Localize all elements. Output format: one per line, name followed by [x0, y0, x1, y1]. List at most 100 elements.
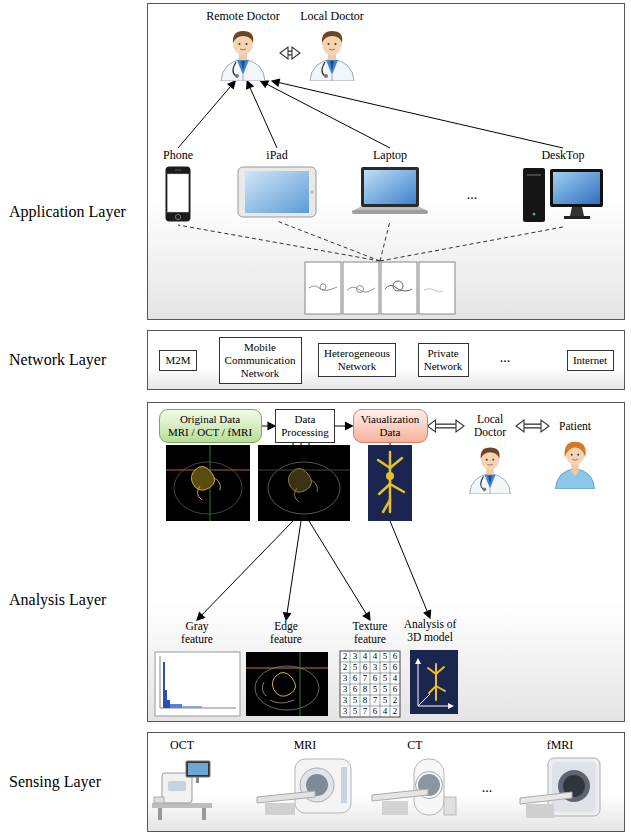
- double-arrow: [280, 47, 300, 59]
- device-figure-text: CT: [407, 738, 422, 752]
- connector-line: [524, 424, 541, 429]
- patient-icon: [549, 437, 601, 489]
- fmri-scanner: [518, 756, 602, 820]
- patient-icon-part: [565, 442, 586, 458]
- laptop-picture-part: [352, 210, 428, 214]
- feature-heading-text: Texture feature: [353, 620, 388, 646]
- patient-icon-part: [556, 469, 595, 489]
- doctor-icon-part: [487, 464, 493, 466]
- scan-thumbnails-part: [357, 286, 364, 293]
- gray-histogram-image-part: [167, 700, 170, 708]
- ct-scanner-part: [372, 789, 428, 801]
- arrow-connector: [272, 79, 563, 148]
- desktop-picture-part: [570, 207, 584, 216]
- network-box-text: Internet: [573, 354, 607, 367]
- arrowhead: [541, 420, 549, 432]
- doctor-icon-part: [484, 475, 495, 489]
- 3d-model-image-part: [383, 500, 390, 512]
- gray-histogram-image-part: [170, 704, 182, 708]
- laptop-picture-part: [361, 167, 419, 207]
- doctor-figure-text: Local Doctor: [474, 413, 506, 439]
- arrowhead: [247, 81, 253, 89]
- table-cell: 7: [360, 673, 370, 684]
- layer-label: Sensing Layer: [9, 773, 101, 791]
- arrowhead: [284, 613, 291, 620]
- device-figure-text: DeskTop: [541, 148, 584, 162]
- network-box-text: M2M: [165, 354, 190, 367]
- laptop-picture-part: [364, 170, 416, 204]
- table-cell: 5: [380, 695, 390, 706]
- connector-line: [250, 87, 278, 149]
- doctor-icon-part: [470, 474, 511, 494]
- dashed-links-part: [277, 221, 380, 261]
- table-cell: 6: [370, 706, 380, 717]
- device-figure-text: Laptop: [373, 148, 407, 162]
- processed-scan-image-part: [294, 480, 317, 502]
- ct-scanner-part: [444, 797, 456, 815]
- table-cell: 4: [380, 706, 390, 717]
- feature-heading-text: Analysis of 3D model: [399, 618, 461, 644]
- tablet-picture: [237, 166, 317, 218]
- data-box: Original DataMRI / OCT / fMRI: [159, 409, 262, 443]
- device-figure: DeskTop: [522, 148, 604, 224]
- arrowhead: [456, 420, 464, 432]
- scan-thumbnails: [305, 262, 455, 314]
- arrow-connector: [247, 81, 277, 148]
- ct-scanner-part: [414, 759, 444, 815]
- doctor-icon-part: [310, 59, 354, 81]
- original-scan-image: [166, 445, 250, 521]
- edge-feature-image: [246, 652, 328, 716]
- 3d-axes-image-part: [410, 650, 458, 714]
- arrowhead: [268, 423, 275, 430]
- doctor-icon: [464, 442, 516, 494]
- table-cell: 6: [360, 662, 370, 673]
- phone-picture-part: [166, 167, 191, 222]
- mri-scanner-part: [265, 803, 295, 815]
- table-cell: 2: [340, 651, 350, 662]
- network-box-text: Private Network: [424, 347, 462, 373]
- mri-scanner-part: [257, 791, 315, 803]
- tablet-picture-part: [245, 171, 309, 213]
- 3d-model-image-part: [378, 452, 404, 512]
- arrow-connector: [335, 423, 353, 430]
- texture-table-grid: [340, 651, 400, 717]
- doctor-icon: [304, 25, 360, 81]
- doctor-icon-part: [241, 61, 245, 71]
- table-cell: 5: [380, 651, 390, 662]
- desktop-picture-part: [533, 213, 536, 216]
- 3d-axes-image-part: [418, 660, 452, 706]
- doctor-figure: Local Doctor: [300, 9, 364, 81]
- table-cell: 6: [370, 673, 380, 684]
- network-box: Internet: [567, 350, 614, 371]
- network-box-text: Heterogeneous Network: [324, 347, 390, 373]
- device-figure: Laptop: [352, 148, 428, 218]
- doctor-icon-part: [483, 488, 487, 492]
- table-cell: 3: [340, 673, 350, 684]
- doctor-icon-part: [221, 59, 265, 81]
- scan-thumbnails-part: [343, 262, 379, 314]
- gray-histogram-image-part: [155, 652, 240, 716]
- phone-picture-part: [175, 214, 180, 219]
- arrowhead: [228, 81, 235, 89]
- arrowhead: [363, 612, 370, 620]
- doctor-icon-part: [326, 60, 338, 75]
- desktop-picture-part: [527, 174, 541, 176]
- device-figure-text: OCT: [170, 738, 194, 752]
- patient-icon-part: [572, 459, 578, 461]
- doctor-icon-part: [492, 459, 494, 461]
- scan-thumbnails-part: [424, 289, 443, 292]
- network-box: Heterogeneous Network: [318, 343, 396, 377]
- doctor-icon-part: [330, 61, 334, 71]
- doctor-icon-part: [335, 43, 337, 45]
- fmri-scanner-part: [548, 758, 600, 816]
- edge-feature-image-part: [262, 682, 294, 703]
- oct-machine-part: [158, 808, 162, 820]
- table-cell: 5: [380, 662, 390, 673]
- table-cell: 4: [360, 651, 370, 662]
- doctor-icon-part: [481, 448, 500, 459]
- data-box-text: Viaualization Data: [361, 413, 420, 439]
- connector-line: [436, 424, 457, 429]
- patient-figure-text: Patient: [559, 419, 591, 433]
- table-cell: 4: [370, 651, 380, 662]
